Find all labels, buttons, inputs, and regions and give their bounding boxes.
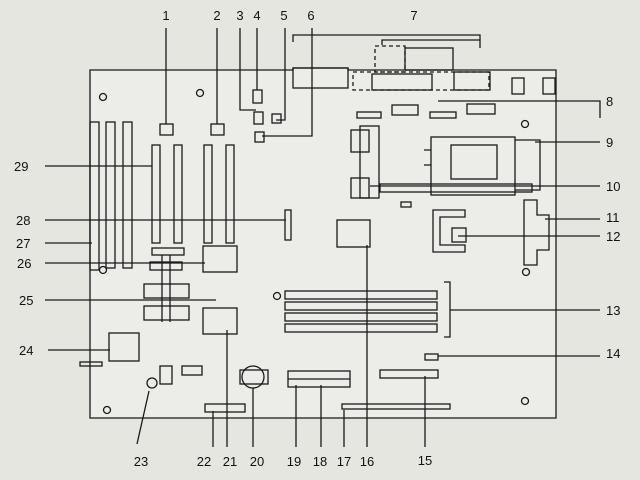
callout-label-3: 3 — [236, 8, 243, 23]
header-pin — [254, 131, 265, 143]
callout-label-23: 23 — [134, 454, 148, 469]
cpu-slot — [379, 183, 533, 193]
callout-label-20: 20 — [250, 454, 264, 469]
mounting-hole — [521, 267, 531, 277]
header-pin — [271, 113, 282, 124]
isa-slot — [89, 121, 100, 271]
io-connector-block — [292, 67, 349, 89]
chipset — [336, 219, 371, 248]
callout-label-26: 26 — [17, 256, 31, 271]
battery-holder — [239, 369, 269, 385]
pci-slot — [173, 144, 183, 244]
callout-label-27: 27 — [16, 236, 30, 251]
chip — [159, 365, 173, 385]
leader-line — [45, 28, 601, 447]
cpu-socket — [430, 136, 516, 196]
chip — [143, 283, 190, 299]
agp-slot — [341, 403, 451, 410]
vrm — [451, 227, 467, 243]
io-connector — [371, 73, 433, 91]
callout-label-18: 18 — [313, 454, 327, 469]
small-header — [429, 111, 457, 119]
chip — [143, 305, 190, 321]
callout-label-19: 19 — [287, 454, 301, 469]
callout-label-24: 24 — [19, 343, 33, 358]
floppy-connector — [379, 369, 439, 379]
dimm-slot — [284, 290, 438, 300]
mounting-hole — [195, 88, 205, 98]
callout-label-13: 13 — [606, 303, 620, 318]
vrm-bracket — [432, 209, 466, 253]
mounting-hole — [98, 92, 108, 102]
callout-label-21: 21 — [223, 454, 237, 469]
mounting-hole — [102, 405, 112, 415]
fan-connector — [523, 199, 550, 266]
chip — [108, 332, 140, 362]
callout-label-29: 29 — [14, 159, 28, 174]
dimm-slot — [284, 301, 438, 311]
callout-label-5: 5 — [280, 8, 287, 23]
small-header — [466, 103, 496, 115]
callout-label-8: 8 — [606, 94, 613, 109]
pci-slot — [151, 144, 161, 244]
callout-label-22: 22 — [197, 454, 211, 469]
callout-label-10: 10 — [606, 179, 620, 194]
callout-label-12: 12 — [606, 229, 620, 244]
callout-label-28: 28 — [16, 213, 30, 228]
chip — [149, 261, 183, 271]
chip — [202, 245, 238, 273]
small-header — [391, 104, 419, 116]
pci-slot — [225, 144, 235, 244]
io-connector-dashed — [374, 45, 406, 73]
callout-label-2: 2 — [213, 8, 220, 23]
callout-label-6: 6 — [307, 8, 314, 23]
header-vertical — [284, 209, 292, 241]
connector — [204, 403, 246, 413]
cpu-lever — [424, 139, 541, 191]
battery-small — [146, 377, 158, 389]
isa-slot — [105, 121, 116, 269]
io-connector — [511, 77, 525, 95]
callout-label-25: 25 — [19, 293, 33, 308]
small-header — [356, 111, 382, 119]
small-header — [400, 201, 412, 208]
chip — [79, 361, 103, 367]
small-header — [424, 353, 439, 361]
callout-label-14: 14 — [606, 346, 620, 361]
bracket — [359, 125, 380, 199]
isa-slot — [122, 121, 133, 269]
header-pin — [253, 111, 264, 125]
cpu-socket-inner — [450, 144, 498, 180]
callout-label-11: 11 — [606, 210, 620, 225]
callout-label-15: 15 — [418, 453, 432, 468]
mounting-hole — [520, 119, 530, 129]
chip — [151, 247, 185, 256]
callout-label-7: 7 — [410, 8, 417, 23]
callout-label-4: 4 — [253, 8, 260, 23]
io-connector — [542, 77, 556, 95]
mounting-hole — [272, 291, 282, 301]
pci-slot — [203, 144, 213, 244]
callout-label-17: 17 — [337, 454, 351, 469]
chip — [181, 365, 203, 376]
callout-label-1: 1 — [162, 8, 169, 23]
callout-label-9: 9 — [606, 135, 613, 150]
dimm-slot — [284, 323, 438, 333]
dimm-slot — [284, 312, 438, 322]
mounting-hole — [520, 396, 530, 406]
chip — [202, 307, 238, 335]
io-connector — [404, 47, 454, 71]
io-connector — [453, 71, 491, 91]
jumper-outline — [161, 255, 171, 322]
callout-label-16: 16 — [360, 454, 374, 469]
